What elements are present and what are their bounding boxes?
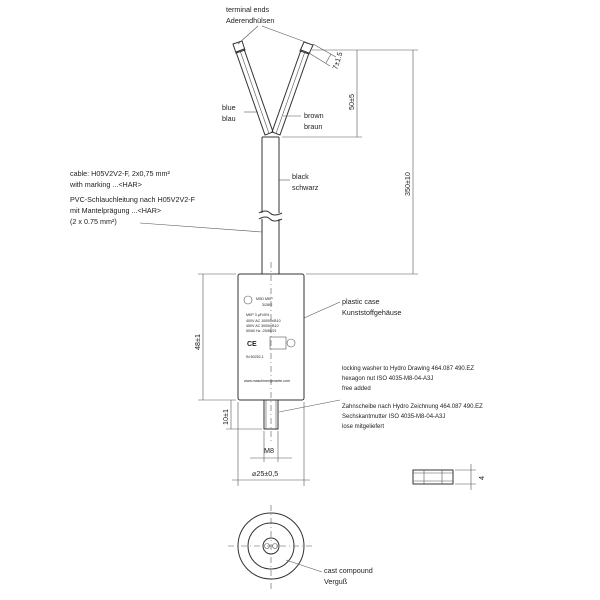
threaded-stud: [263, 399, 279, 430]
hex-nut-detail: 4: [412, 464, 486, 490]
label-plastic-case: plastic case Kunststoffgehäuse: [303, 297, 401, 319]
terminal-ends-en: terminal ends: [226, 5, 270, 14]
dim-diameter: ⌀25±0,5: [232, 402, 310, 486]
black-de: schwarz: [292, 183, 319, 192]
blue-en: blue: [222, 103, 236, 112]
marking-line4: 400V AC 10000h/B10: [246, 319, 281, 323]
brown-terminal-sleeve: [299, 41, 314, 55]
dim-strip-length: 7±1.5: [308, 43, 344, 71]
cable-line1: cable: H05V2V2-F, 2x0,75 mm²: [70, 169, 170, 178]
dim-diameter-text: ⌀25±0,5: [252, 469, 278, 478]
dim-thread-text: 10±1: [221, 409, 230, 425]
marking-line6: 50/60 Hz -25/85/21: [246, 329, 277, 333]
label-brown: brown braun: [283, 111, 324, 131]
cable-line5: (2 x 0.75 mm²): [70, 217, 117, 226]
cast-compound-de: Verguß: [324, 577, 348, 586]
approval-icon: [286, 338, 296, 348]
plastic-case-de: Kunststoffgehäuse: [342, 308, 401, 317]
washer-line5: Sechskantmutter ISO 4035-M8-04-A3J: [342, 414, 445, 420]
case-marking: MSD MKP 3/28IS MKP 3 µF±5% 400V AC 10000…: [243, 295, 296, 383]
washer-line1: locking washer to Hydro Drawing 464.087 …: [342, 366, 474, 372]
label-washer-nut: locking washer to Hydro Drawing 464.087 …: [278, 366, 483, 430]
ce-mark: CE: [247, 341, 257, 348]
cable-line2: with marking ...<HAR>: [69, 180, 142, 189]
label-terminal-ends: terminal ends Aderendhülsen: [226, 5, 309, 45]
dim-body-length: 48±1: [193, 273, 236, 401]
label-blue: blue blau: [222, 103, 258, 123]
brown-wire: [271, 49, 310, 136]
dim-wire-length: 50±5: [282, 49, 362, 138]
washer-line2: hexagon nut ISO 4035-M8-04-A3J: [342, 376, 433, 382]
dim-nut-text: 4: [477, 476, 486, 480]
bottom-view: [228, 505, 314, 590]
brown-de: braun: [304, 122, 322, 131]
cable: [258, 136, 283, 274]
brown-en: brown: [304, 111, 324, 120]
washer-line4: Zahnscheibe nach Hydro Zeichnung 464.087…: [342, 404, 483, 410]
approval-box: [269, 336, 287, 350]
dim-thread-length: 10±1: [221, 400, 262, 430]
cable-line3: PVC-Schlauchleitung nach H05V2V2-F: [70, 195, 196, 204]
marking-line5: 450V AC 3000h/B10: [246, 324, 279, 328]
marking-line8: www.maschinengeraete.com: [244, 379, 290, 383]
hex-nut: [412, 469, 454, 485]
label-cast-compound: cast compound Verguß: [285, 559, 373, 586]
marking-line3: MKP 3 µF±5%: [246, 313, 270, 317]
cable-line4: mit Mantelprägung ...<HAR>: [70, 206, 161, 215]
dim-wire-text: 50±5: [347, 94, 356, 110]
washer-line3: free added: [342, 386, 371, 392]
dim-body-text: 48±1: [193, 334, 202, 350]
label-cable-spec: cable: H05V2V2-F, 2x0,75 mm² with markin…: [69, 169, 263, 233]
terminal-ends-de: Aderendhülsen: [226, 16, 274, 25]
washer-line6: lose mitgeliefert: [342, 424, 384, 430]
dim-m8-text: M8: [264, 446, 274, 455]
blue-terminal-sleeve: [232, 40, 246, 54]
dim-total-text: 350±10: [403, 172, 412, 196]
marking-line7: IN 60252-1: [246, 355, 264, 359]
marking-line2: 3/28IS: [262, 303, 273, 307]
cast-compound-en: cast compound: [324, 566, 373, 575]
marking-line1: MSD MKP: [256, 297, 273, 301]
dim-total-length: 350±10: [306, 49, 418, 275]
logo-icon: [243, 295, 253, 305]
plastic-case-en: plastic case: [342, 297, 380, 306]
label-black: black schwarz: [279, 172, 319, 192]
wire-pair: [232, 40, 314, 136]
dim-thread-size: M8: [250, 431, 292, 462]
blue-de: blau: [222, 114, 236, 123]
dim-strip-text: 7±1.5: [330, 51, 344, 71]
black-en: black: [292, 172, 309, 181]
